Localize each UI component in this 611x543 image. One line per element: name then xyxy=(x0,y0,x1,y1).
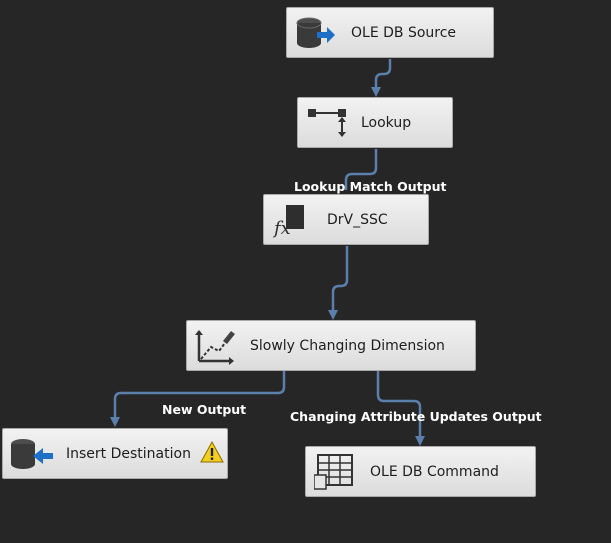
path-new-output[interactable] xyxy=(110,371,286,427)
path-source-to-lookup[interactable] xyxy=(371,59,392,97)
new-output-label[interactable]: New Output xyxy=(162,402,247,417)
lookup-match-output-label[interactable]: Lookup Match Output xyxy=(294,179,447,194)
lookup-component[interactable]: Lookup xyxy=(297,97,453,148)
derived-column-label: DrV_SSC xyxy=(327,211,388,228)
ole-db-command-component[interactable]: OLE DB Command xyxy=(305,446,536,497)
scd-label: Slowly Changing Dimension xyxy=(250,337,445,354)
insert-destination-component[interactable]: Insert Destination xyxy=(2,428,228,479)
path-lookup-match-output[interactable] xyxy=(344,149,378,190)
insert-destination-label: Insert Destination xyxy=(66,445,191,462)
ole-db-source-label: OLE DB Source xyxy=(351,24,457,41)
lookup-icon xyxy=(306,105,348,141)
warning-icon[interactable] xyxy=(200,440,224,467)
slowly-changing-dimension-icon xyxy=(195,327,237,365)
path-changing-attribute-output[interactable] xyxy=(376,371,425,446)
changing-attribute-output-label[interactable]: Changing Attribute Updates Output xyxy=(290,409,542,424)
ole-db-command-label: OLE DB Command xyxy=(370,463,499,480)
svg-text:fx: fx xyxy=(272,218,291,238)
database-destination-icon xyxy=(9,436,55,472)
lookup-label: Lookup xyxy=(361,114,412,131)
database-source-icon xyxy=(295,15,337,51)
ole-db-command-icon xyxy=(314,453,356,491)
fx-derived-column-icon: fx xyxy=(272,202,308,238)
derived-column-component[interactable]: fx DrV_SSC xyxy=(263,194,429,245)
ole-db-source-component[interactable]: OLE DB Source xyxy=(286,7,494,58)
slowly-changing-dimension-component[interactable]: Slowly Changing Dimension xyxy=(186,320,476,371)
path-derived-to-scd[interactable] xyxy=(328,246,349,320)
